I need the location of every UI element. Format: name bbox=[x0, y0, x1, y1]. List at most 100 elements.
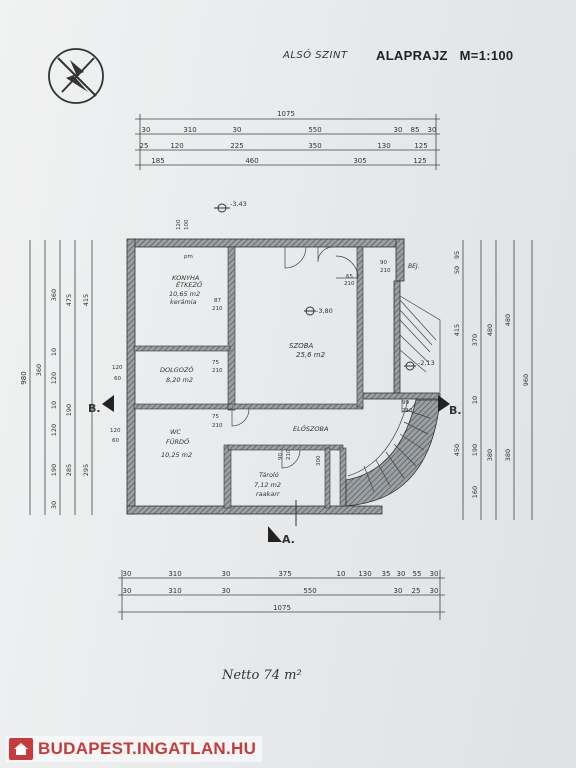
svg-text:210: 210 bbox=[344, 281, 355, 287]
svg-text:-2,13: -2,13 bbox=[418, 359, 435, 367]
svg-text:120: 120 bbox=[50, 424, 58, 436]
svg-text:210: 210 bbox=[212, 306, 223, 312]
interior-walls bbox=[133, 246, 364, 509]
svg-text:10: 10 bbox=[50, 401, 58, 409]
svg-text:130: 130 bbox=[358, 570, 371, 578]
svg-text:370: 370 bbox=[471, 334, 479, 346]
svg-text:210: 210 bbox=[402, 408, 413, 414]
door-swings bbox=[231, 246, 417, 469]
svg-text:185: 185 bbox=[151, 157, 164, 165]
right-dimension-lines bbox=[462, 240, 533, 520]
svg-text:285: 285 bbox=[65, 464, 73, 476]
watermark-text: BUDAPEST.INGATLAN.HU bbox=[38, 739, 257, 758]
svg-text:380: 380 bbox=[504, 449, 512, 461]
svg-text:10,65 m2: 10,65 m2 bbox=[169, 290, 200, 298]
svg-text:WC: WC bbox=[170, 428, 181, 436]
svg-text:10: 10 bbox=[337, 570, 346, 578]
spiral-stair bbox=[347, 295, 441, 493]
room-eloszoba: ELŐSZOBA bbox=[293, 424, 328, 433]
curved-stair-wall bbox=[345, 399, 441, 507]
svg-text:87: 87 bbox=[214, 298, 221, 304]
svg-text:pm: pm bbox=[184, 254, 193, 260]
svg-text:960: 960 bbox=[522, 374, 530, 386]
svg-text:550: 550 bbox=[303, 587, 316, 595]
svg-text:90: 90 bbox=[278, 453, 284, 460]
svg-text:120: 120 bbox=[110, 428, 121, 434]
svg-text:310: 310 bbox=[183, 126, 196, 134]
svg-text:450: 450 bbox=[453, 444, 461, 456]
room-szoba: SZOBA 25,6 m2 bbox=[289, 342, 326, 359]
svg-text:190: 190 bbox=[65, 404, 73, 416]
section-a-marker: A. bbox=[268, 500, 297, 546]
svg-text:30: 30 bbox=[142, 126, 151, 134]
svg-text:120: 120 bbox=[50, 372, 58, 384]
level-mark-room: -3,80 bbox=[304, 306, 333, 316]
svg-text:85: 85 bbox=[411, 126, 420, 134]
room-wc: WC FÜRDŐ 10,25 m2 bbox=[161, 428, 192, 459]
svg-text:-3,80: -3,80 bbox=[316, 307, 333, 315]
plan-title: ALAPRAJZ M=1:100 bbox=[376, 48, 513, 63]
svg-text:B.: B. bbox=[88, 402, 101, 415]
svg-text:25: 25 bbox=[412, 587, 421, 595]
svg-text:30: 30 bbox=[123, 587, 132, 595]
level-mark-stair: -2,13 bbox=[404, 359, 435, 371]
svg-text:415: 415 bbox=[453, 324, 461, 336]
bottom-dimension-lines bbox=[118, 570, 445, 620]
plan-scale: M=1:100 bbox=[459, 48, 514, 63]
svg-text:30: 30 bbox=[397, 570, 406, 578]
svg-text:75: 75 bbox=[212, 360, 219, 366]
svg-text:375: 375 bbox=[278, 570, 291, 578]
house-icon bbox=[9, 738, 33, 760]
dim-top-row1: 30 310 30 550 30 85 30 bbox=[142, 126, 437, 134]
svg-text:KONYHA: KONYHA bbox=[172, 274, 199, 282]
svg-text:kerámia: kerámia bbox=[170, 298, 197, 306]
room-dolgozo: DOLGOZÓ 8,20 m2 bbox=[160, 365, 193, 384]
svg-text:210: 210 bbox=[380, 268, 391, 274]
plan-title-text: ALAPRAJZ bbox=[376, 48, 448, 63]
dim-left-col2: 360 360 10 120 10 120 190 30 bbox=[35, 289, 58, 509]
svg-text:120: 120 bbox=[176, 219, 182, 230]
svg-text:25,6 m2: 25,6 m2 bbox=[296, 351, 326, 359]
svg-text:DOLGOZÓ: DOLGOZÓ bbox=[160, 365, 193, 374]
svg-text:160: 160 bbox=[471, 486, 479, 498]
svg-text:60: 60 bbox=[112, 438, 119, 444]
svg-text:210: 210 bbox=[286, 449, 292, 460]
svg-text:100: 100 bbox=[184, 219, 190, 230]
dim-bottom-row1: 30 310 30 375 10 130 35 30 55 30 bbox=[123, 570, 439, 578]
svg-text:30: 30 bbox=[50, 501, 58, 509]
svg-text:550: 550 bbox=[308, 126, 321, 134]
svg-text:60: 60 bbox=[114, 376, 121, 382]
left-dimension-lines bbox=[29, 240, 93, 515]
room-bej: BEJ. bbox=[408, 263, 420, 270]
dim-left-outer: 980 bbox=[20, 371, 28, 384]
svg-text:120: 120 bbox=[170, 142, 183, 150]
svg-text:-3,43: -3,43 bbox=[230, 200, 247, 208]
svg-text:210: 210 bbox=[212, 368, 223, 374]
svg-text:30: 30 bbox=[430, 570, 439, 578]
dim-bottom-row2: 30 310 30 550 30 25 30 bbox=[123, 587, 439, 595]
svg-text:50: 50 bbox=[453, 266, 461, 274]
level-mark-top: -3,43 bbox=[214, 200, 247, 213]
svg-text:125: 125 bbox=[414, 142, 427, 150]
svg-text:55: 55 bbox=[413, 570, 422, 578]
svg-text:30: 30 bbox=[394, 587, 403, 595]
svg-text:300: 300 bbox=[316, 455, 322, 466]
north-arrow-icon bbox=[48, 48, 104, 104]
section-b-marker-left: B. bbox=[88, 395, 114, 415]
dim-left-col3: 475 190 285 415 295 bbox=[65, 294, 90, 476]
opening-labels: 120 100 pm 87 210 75 210 75 210 120 60 1… bbox=[110, 219, 413, 466]
svg-text:8,20 m2: 8,20 m2 bbox=[166, 376, 193, 384]
svg-text:210: 210 bbox=[212, 423, 223, 429]
svg-text:30: 30 bbox=[123, 570, 132, 578]
svg-text:30: 30 bbox=[222, 587, 231, 595]
svg-text:SZOBA: SZOBA bbox=[289, 342, 314, 350]
top-dimension-lines bbox=[135, 114, 440, 170]
watermark: BUDAPEST.INGATLAN.HU bbox=[6, 736, 263, 762]
svg-text:130: 130 bbox=[377, 142, 390, 150]
level-label: ALSÓ SZINT bbox=[283, 50, 348, 61]
svg-text:295: 295 bbox=[82, 464, 90, 476]
svg-text:360: 360 bbox=[50, 289, 58, 301]
section-b-marker-right: B. bbox=[438, 395, 462, 417]
svg-text:10: 10 bbox=[471, 396, 479, 404]
svg-text:Tároló: Tároló bbox=[259, 471, 279, 479]
